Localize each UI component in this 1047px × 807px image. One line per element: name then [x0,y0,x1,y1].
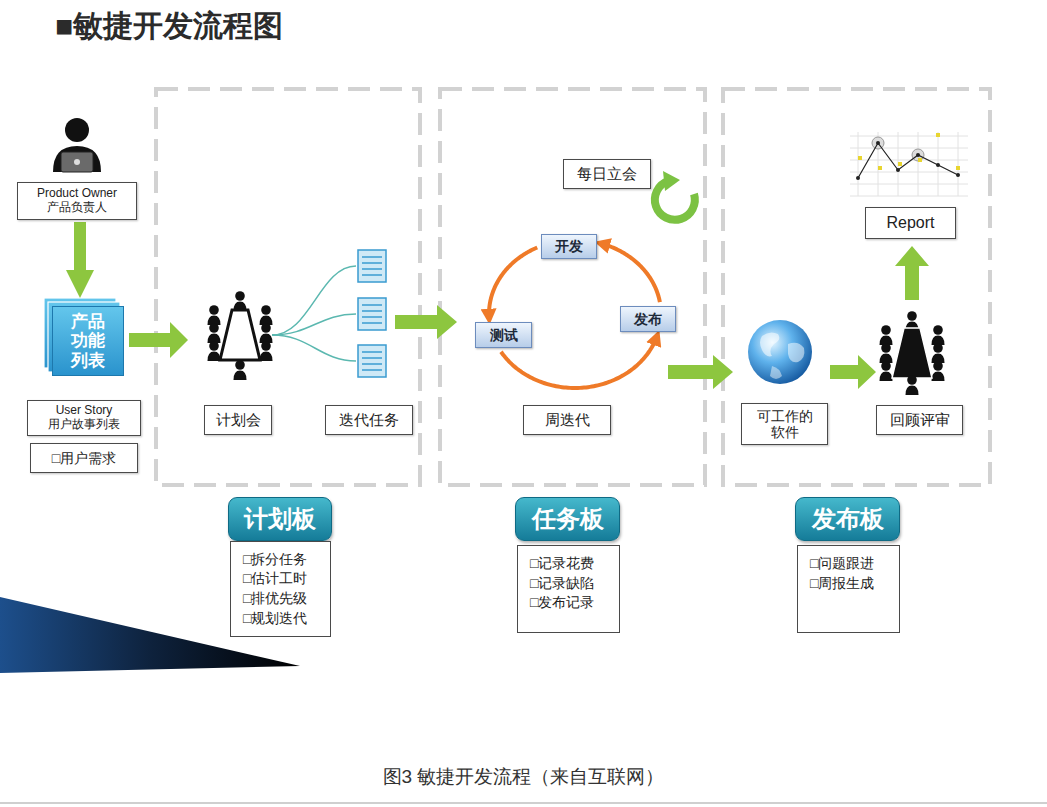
node-text: □记录花费 [530,554,594,574]
checklist-box: □用户需求 [30,443,138,473]
node-text: □估计工时 [243,569,307,589]
node-text: 任务板 [532,505,604,533]
checklist-box: □拆分任务□估计工时□排优先级□规划迭代 [230,541,331,637]
page-rule [0,802,1047,804]
diagram-title: ■敏捷开发流程图 [55,6,283,47]
label-box: 迭代任务 [325,405,413,435]
node-text: □发布记录 [530,593,594,613]
node-text: 回顾评审 [890,411,950,428]
report-box: Report [865,207,956,239]
node-text: □排优先级 [243,589,307,609]
stage-box: 发布 [620,306,676,332]
globe-icon [748,320,812,384]
role-box: Product Owner 产品负责人 [17,182,137,220]
label-box: 每日立会 [563,159,651,189]
label-box: 周迭代 [523,405,611,435]
person-icon [53,118,101,172]
cycle-arrow [601,243,660,302]
line-chart [846,130,970,202]
node-text: 迭代任务 [339,411,399,428]
stage-box: 测试 [475,322,532,348]
node-text: □记录缺陷 [530,574,594,594]
node-text: 测试 [490,327,518,343]
label-box: 计划会 [204,405,272,435]
node-text: □用户需求 [52,450,116,466]
node-text: 产品 功能 列表 [71,312,105,371]
flow-arrow [129,246,929,389]
node-text: User Story 用户故事列表 [42,404,126,432]
node-text: □规划迭代 [243,609,307,629]
stage-box: 开发 [541,234,597,259]
label-box: 可工作的 软件 [741,403,828,445]
meeting-icon [880,311,945,395]
label-box: 回顾评审 [876,405,963,435]
task-document [358,250,386,377]
label-box: User Story 用户故事列表 [27,400,141,436]
node-text: 周迭代 [545,411,590,428]
board-heading: 计划板 [228,497,332,541]
node-text: Product Owner 产品负责人 [31,187,123,215]
checklist-box: □记录花费□记录缺陷□发布记录 [517,545,620,633]
node-text: 发布板 [812,505,884,533]
node-text: 计划板 [244,505,316,533]
board-heading: 发布板 [795,497,900,541]
node-text: □问题跟进 [810,554,874,574]
meeting-icon [208,291,273,380]
node-text: Report [886,214,934,232]
task-branch [272,266,356,361]
checklist-box: □问题跟进□周报生成 [797,545,900,633]
node-text: 计划会 [216,411,261,428]
cycle-arrow [489,248,537,319]
node-text: 每日立会 [577,165,637,182]
flow-arrow [74,222,86,270]
board-heading: 任务板 [515,497,620,541]
node-text: □周报生成 [810,574,874,594]
node-text: 开发 [555,238,583,254]
node-text: 发布 [634,311,662,327]
dashed-region [156,89,990,485]
node-text: 可工作的 软件 [757,408,813,440]
loop-arrow [655,171,695,220]
node-text: □拆分任务 [243,550,307,570]
figure-caption: 图3 敏捷开发流程（来自互联网） [0,764,1047,790]
backlog-document: 产品 功能 列表 [52,306,124,376]
